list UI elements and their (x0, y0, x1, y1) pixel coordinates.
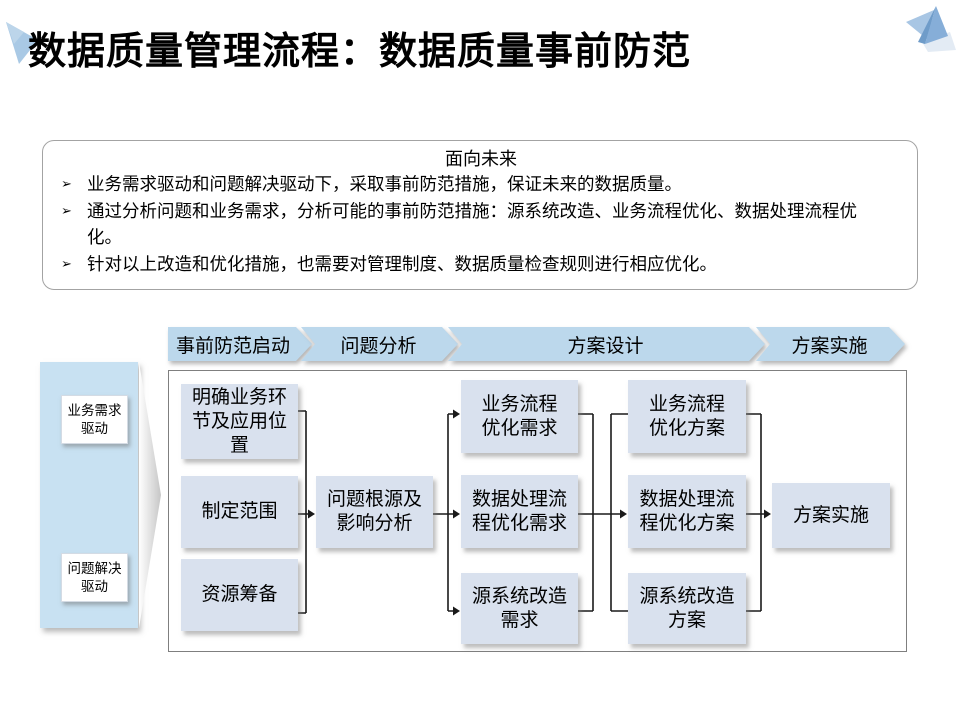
stage-label: 事前防范启动 (175, 335, 290, 357)
flow-box-data-process-optimization-need: 数据处理流 程优化需求 (461, 475, 578, 548)
summary-bullet: ➢ 通过分析问题和业务需求，分析可能的事前防范措施：源系统改造、业务流程优化、数… (59, 198, 903, 251)
stage-banner-startup: 事前防范启动 (168, 327, 312, 361)
driver-box-problem-solving: 问题解决 驱动 (61, 553, 128, 602)
bullet-text: 针对以上改造和优化措施，也需要对管理制度、数据质量检查规则进行相应优化。 (87, 253, 717, 274)
summary-bullet: ➢ 针对以上改造和优化措施，也需要对管理制度、数据质量检查规则进行相应优化。 (59, 251, 903, 278)
stage-banner-design: 方案设计 (448, 327, 765, 361)
summary-panel: 面向未来 ➢ 业务需求驱动和问题解决驱动下，采取事前防范措施，保证未来的数据质量… (42, 140, 918, 290)
bullet-text: 通过分析问题和业务需求，分析可能的事前防范措施：源系统改造、业务流程优化、数据处… (87, 200, 857, 248)
paper-plane-logo (906, 6, 956, 52)
summary-bullet: ➢ 业务需求驱动和问题解决驱动下，采取事前防范措施，保证未来的数据质量。 (59, 171, 903, 198)
bullet-arrow-icon: ➢ (61, 255, 72, 271)
stage-label: 问题分析 (340, 335, 417, 357)
flow-connectors (298, 409, 771, 616)
bullet-text: 业务需求驱动和问题解决驱动下，采取事前防范措施，保证未来的数据质量。 (87, 174, 682, 194)
stage-banner-implement: 方案实施 (756, 327, 905, 361)
flow-box-define-scope: 制定范围 (181, 476, 298, 548)
flow-box-data-process-optimization-plan: 数据处理流 程优化方案 (628, 475, 746, 548)
flow-box-root-cause-impact-analysis: 问题根源及 影响分析 (316, 476, 433, 548)
flow-box-resource-preparation: 资源筹备 (181, 559, 298, 631)
flow-box-business-process-optimization-need: 业务流程 优化需求 (461, 380, 578, 453)
flow-frame: 明确业务环 节及应用位 置 制定范围 资源筹备 问题根源及 影响分析 业务流程 … (168, 370, 907, 652)
flow-box-business-process-optimization-plan: 业务流程 优化方案 (628, 380, 746, 453)
flow-box-source-system-reform-need: 源系统改造 需求 (461, 573, 578, 644)
stage-label: 方案设计 (567, 335, 644, 357)
page-title: 数据质量管理流程：数据质量事前防范 (28, 31, 692, 73)
corner-triangle-icon (6, 22, 38, 64)
driver-arrow-tip (139, 362, 161, 628)
bullet-arrow-icon: ➢ (61, 202, 72, 218)
flow-box-clarify-business-position: 明确业务环 节及应用位 置 (181, 384, 298, 459)
flow-box-plan-implementation: 方案实施 (772, 483, 890, 548)
stage-label: 方案实施 (791, 335, 868, 357)
stage-banner-analysis: 问题分析 (301, 327, 458, 361)
bullet-arrow-icon: ➢ (61, 176, 72, 191)
summary-heading: 面向未来 (445, 149, 517, 169)
driver-box-business-need: 业务需求 驱动 (61, 395, 128, 444)
flow-box-source-system-reform-plan: 源系统改造 方案 (628, 573, 746, 644)
